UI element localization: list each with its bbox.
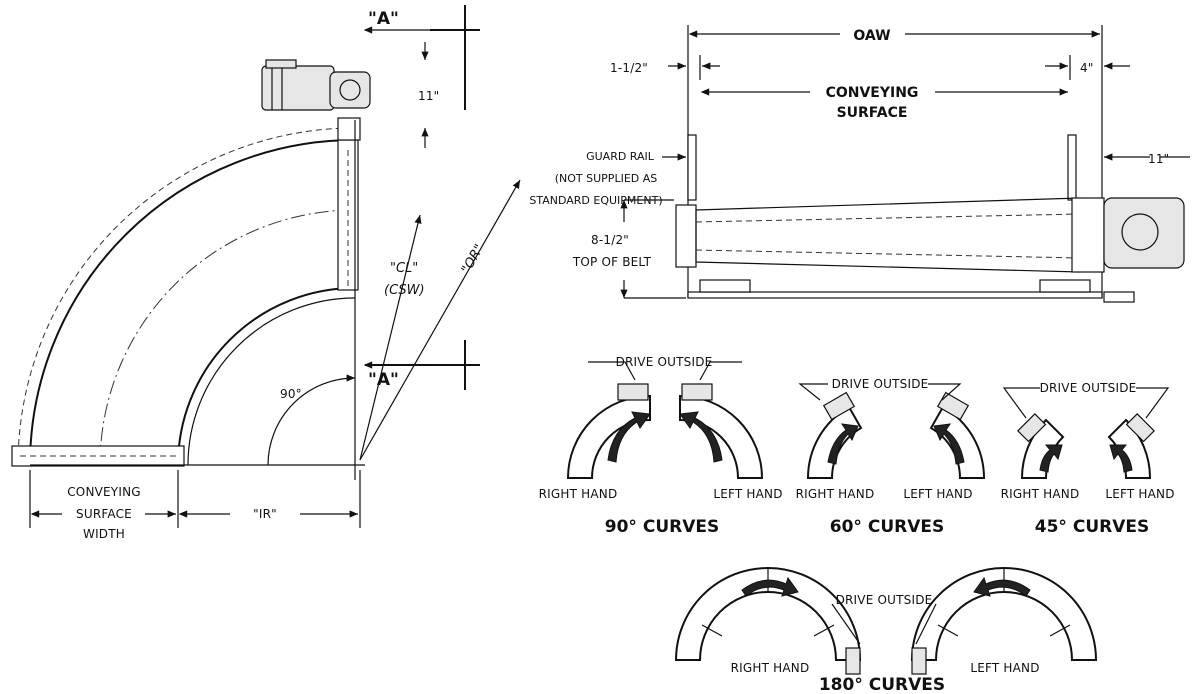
dim-1-5: 1-1/2" <box>610 61 648 75</box>
base-plate <box>687 291 1103 299</box>
arrow-90-right <box>607 411 651 463</box>
tapered-roller <box>695 197 1081 273</box>
lh-90: LEFT HAND <box>713 487 782 501</box>
curve-types: DRIVE OUTSIDE RIGHT HAND LEFT HAND 90° C… <box>539 355 1175 694</box>
or-label: "OR" <box>459 242 488 277</box>
bottom-end-frame <box>11 445 185 467</box>
arrow-180-right <box>741 576 799 597</box>
width-label-3: WIDTH <box>83 527 125 541</box>
guard-label-3: STANDARD EQUIPMENT) <box>529 194 662 207</box>
tob-label-2: TOP OF BELT <box>572 255 652 269</box>
drive-coupling <box>337 117 361 141</box>
drive-outside-45: DRIVE OUTSIDE <box>1040 381 1137 395</box>
arrow-180-left <box>973 576 1031 597</box>
section-mark-bottom: "A" <box>368 370 399 390</box>
lh-180: LEFT HAND <box>970 661 1039 675</box>
inner-rail-arc <box>177 287 356 466</box>
angle-arc <box>267 374 356 466</box>
inner-rail-arc-2 <box>187 297 356 466</box>
surface-label-2: SURFACE <box>837 105 908 121</box>
oaw-label: OAW <box>853 28 890 44</box>
drive-motor-section <box>1103 197 1185 269</box>
drive-end <box>1071 197 1105 273</box>
idler-end <box>675 204 697 268</box>
surface-label-1: CONVEYING <box>826 85 919 101</box>
curve-90-left <box>679 394 764 479</box>
lh-60: LEFT HAND <box>903 487 972 501</box>
centerline-arc <box>99 209 356 466</box>
width-label-2: SURFACE <box>76 507 132 521</box>
lh-45: LEFT HAND <box>1105 487 1174 501</box>
width-label-1: CONVEYING <box>67 485 141 499</box>
rh-90: RIGHT HAND <box>539 487 618 501</box>
plan-view: "A" "A" 11" 90° "CL" (CSW) "OR" CONVEYIN… <box>11 5 521 541</box>
ir-label: "IR" <box>253 507 277 521</box>
outer-guard-arc <box>17 127 356 466</box>
dim-11-plan: 11" <box>418 89 439 103</box>
guard-label-2: (NOT SUPPLIED AS <box>555 172 658 185</box>
rh-45: RIGHT HAND <box>1001 487 1080 501</box>
cl-label: "CL" <box>390 261 418 276</box>
title-45: 45° CURVES <box>1035 517 1149 537</box>
outer-rail-arc <box>29 139 356 466</box>
drive-outside-180: DRIVE OUTSIDE <box>836 593 933 607</box>
arrow-90-left <box>679 411 723 463</box>
drive-motor <box>261 65 335 111</box>
rh-180: RIGHT HAND <box>731 661 810 675</box>
angle-label: 90° <box>280 387 302 401</box>
rh-60: RIGHT HAND <box>796 487 875 501</box>
title-60: 60° CURVES <box>830 517 944 537</box>
guard-rail-right <box>1067 134 1077 201</box>
title-180: 180° CURVES <box>819 675 945 694</box>
csw-label: (CSW) <box>384 283 425 298</box>
section-mark-top: "A" <box>368 9 399 29</box>
dim-11-section: 11" <box>1148 152 1169 166</box>
section-view: OAW 1-1/2" 4" CONVEYING SURFACE 11" GUAR… <box>529 25 1190 303</box>
guard-rail-left <box>687 134 697 201</box>
title-90: 90° CURVES <box>605 517 719 537</box>
drive-outside-90: DRIVE OUTSIDE <box>616 355 713 369</box>
tob-label-1: 8-1/2" <box>591 233 629 247</box>
drive-outside-60: DRIVE OUTSIDE <box>832 377 929 391</box>
gear-reducer <box>329 71 371 109</box>
curve-90-right <box>566 394 651 479</box>
guard-label-1: GUARD RAIL <box>586 150 655 163</box>
curve-180-left <box>910 567 1098 661</box>
dim-4: 4" <box>1080 61 1094 75</box>
